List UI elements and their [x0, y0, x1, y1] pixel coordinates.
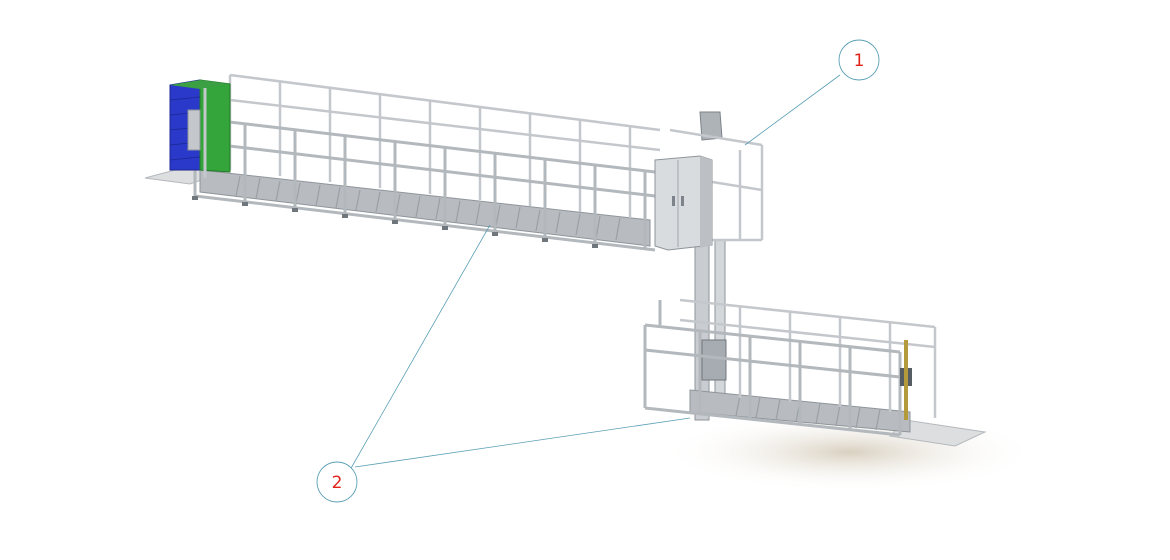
callout-label-1: 1	[854, 51, 865, 71]
leader-lines	[349, 74, 841, 471]
lower-front-railing	[643, 300, 902, 437]
lower-back-railing	[679, 298, 937, 418]
upper-feet	[192, 196, 598, 248]
callout-circle-1	[838, 39, 880, 81]
callout-circle-2	[316, 461, 358, 503]
callout-2: 2	[316, 461, 358, 503]
callout-1: 1	[838, 39, 880, 81]
callout-label-2: 2	[332, 473, 343, 493]
safety-post	[904, 340, 908, 420]
upper-conveyor-deck	[199, 169, 651, 247]
upper-rollers	[235, 175, 621, 241]
lower-conveyor	[643, 298, 987, 447]
crate-stack	[169, 79, 231, 178]
lower-rollers	[735, 394, 881, 431]
leader-line-2b	[354, 417, 691, 468]
upper-front-railing	[193, 116, 656, 252]
leader-line-2a	[349, 224, 491, 471]
leader-line-1	[744, 74, 841, 146]
electrical-cabinet	[654, 155, 713, 251]
upper-conveyor	[144, 73, 661, 252]
